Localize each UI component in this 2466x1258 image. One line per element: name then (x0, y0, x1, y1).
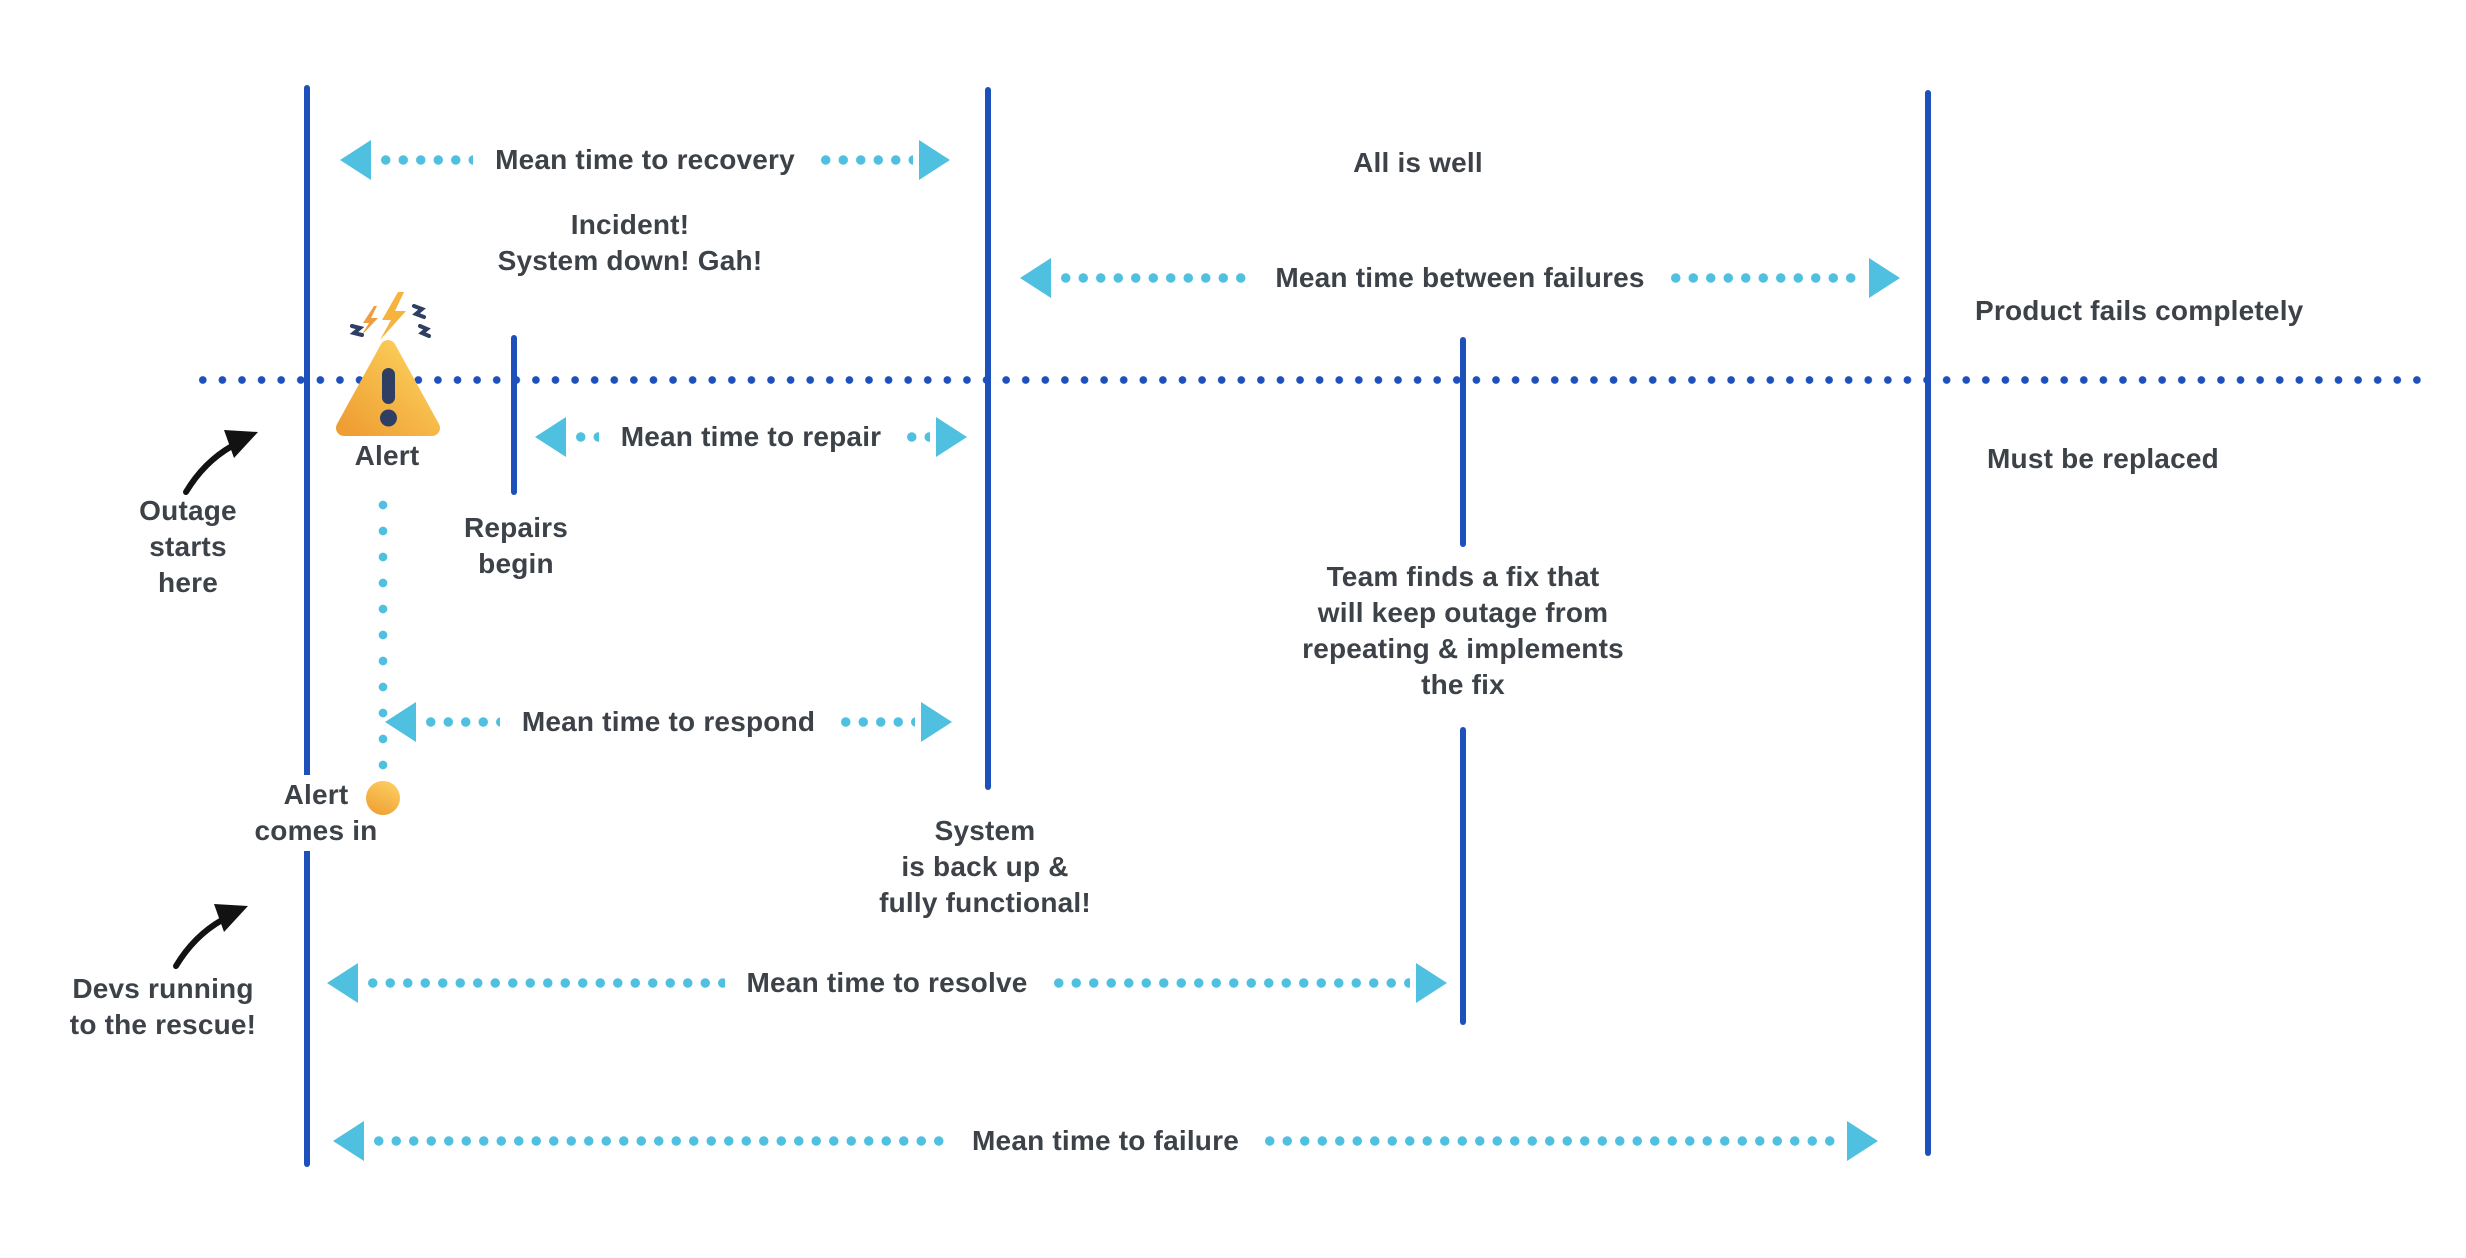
crackle-icon (349, 324, 365, 337)
timeline-dotted-line (193, 373, 2423, 387)
metric-label: Mean time to respond (521, 706, 816, 737)
must-be-replaced-note: Must be replaced (1987, 443, 2219, 474)
dotted-segment (1057, 273, 1254, 283)
dotted-segment (572, 432, 599, 442)
product-fails-line (1925, 90, 1931, 1156)
arrowhead-left-icon (333, 1121, 364, 1161)
lightning-bolt-icon (380, 292, 406, 340)
metric-label: Mean time to failure (972, 1125, 1239, 1156)
arrowhead-left-icon (535, 417, 566, 457)
outage-starts-here-note: Outage starts here (139, 495, 237, 598)
dotted-segment (1260, 1136, 1841, 1146)
arrowhead-right-icon (919, 140, 950, 180)
dotted-segment (370, 1136, 951, 1146)
metric-arrow-mean-time-to-recovery: Mean time to recovery (340, 137, 950, 183)
system-back-up-note: System is back up & fully functional! (879, 815, 1091, 918)
small-lightning-bolt-icon (361, 306, 378, 336)
arrowhead-right-icon (1416, 963, 1448, 1003)
metric-label: Mean time to resolve (746, 967, 1028, 998)
dotted-segment (816, 155, 913, 165)
incident-note: Incident! System down! Gah! (497, 209, 763, 276)
dotted-segment (837, 717, 915, 727)
dotted-segment (1666, 273, 1863, 283)
arrowhead-right-icon (921, 702, 952, 742)
outage-curved-arrow-icon (183, 430, 258, 495)
team-fix-note: Team finds a fix that will keep outage f… (1302, 561, 1624, 700)
repairs-begin-tick (511, 335, 517, 495)
arrowhead-left-icon (385, 702, 416, 742)
product-fails-note: Product fails completely (1975, 295, 2304, 326)
arrowhead-left-icon (340, 140, 371, 180)
metric-arrow-mean-time-to-failure: Mean time to failure (333, 1118, 1878, 1164)
metric-arrow-mean-time-between-failures: Mean time between failures (1020, 255, 1900, 301)
arrowhead-right-icon (1869, 258, 1900, 298)
metric-arrow-mean-time-to-resolve: Mean time to resolve (327, 960, 1448, 1006)
metric-label: Mean time to repair (620, 421, 882, 452)
metric-arrow-mean-time-to-repair: Mean time to repair (535, 414, 967, 460)
metric-arrow-mean-time-to-respond: Mean time to respond (385, 699, 952, 745)
team-fix-tick-upper (1460, 337, 1466, 547)
devs-running-note: Devs running to the rescue! (69, 973, 257, 1040)
arrowhead-right-icon (1847, 1121, 1878, 1161)
repairs-begin-note: Repairs begin (463, 512, 569, 579)
alert-warning-icon (336, 292, 440, 436)
crackle-icon (418, 324, 431, 338)
dotted-segment (364, 978, 725, 988)
alert-comes-in-dot-icon (366, 781, 400, 815)
arrowhead-left-icon (327, 963, 358, 1003)
team-fix-tick-lower (1460, 727, 1466, 1025)
devs-curved-arrow-icon (173, 904, 248, 969)
metric-label: Mean time between failures (1275, 262, 1645, 293)
alert-comes-in-note: Alert comes in (244, 775, 388, 851)
metric-label: Mean time to recovery (495, 144, 795, 175)
dotted-segment (1049, 978, 1411, 988)
dotted-segment (903, 432, 930, 442)
all-is-well-note: All is well (1353, 147, 1483, 178)
arrowhead-right-icon (936, 417, 967, 457)
arrowhead-left-icon (1020, 258, 1051, 298)
exclamation-dot (380, 409, 397, 427)
dotted-segment (377, 155, 474, 165)
alert-label: Alert (354, 440, 420, 471)
dotted-segment (422, 717, 500, 727)
alert-connector-dotted-line (378, 492, 388, 780)
system-back-up-line (985, 87, 991, 790)
crackle-icon (412, 304, 426, 319)
outage-start-line (304, 85, 310, 1167)
exclamation-bar (382, 368, 395, 404)
